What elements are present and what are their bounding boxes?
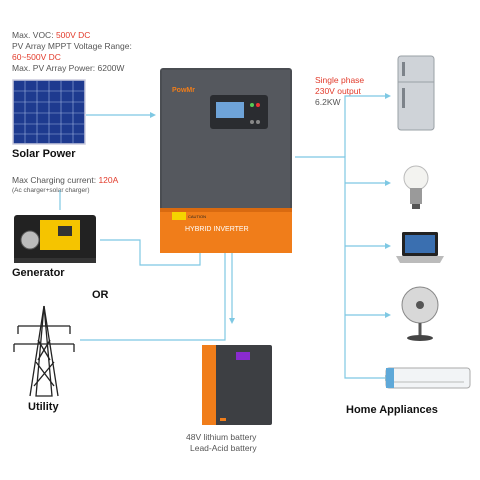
light-bulb-icon	[403, 165, 429, 209]
battery-arrow-down-icon	[229, 318, 235, 324]
or-label: OR	[92, 289, 109, 301]
utility-connector-line	[80, 250, 226, 341]
output-branch-fridge	[344, 95, 385, 157]
mppt-range-label: PV Array MPPT Voltage Range:	[12, 41, 132, 51]
utility-tower-icon	[13, 305, 75, 397]
inverter-brand-logo: PowMr	[172, 87, 195, 94]
generator-connector-line	[100, 239, 201, 266]
inverter-label: HYBRID INVERTER	[185, 226, 249, 233]
max-voc-label: Max. VOC:	[12, 30, 56, 40]
solar-arrow-icon	[150, 112, 156, 118]
fridge-arrow-icon	[385, 93, 391, 99]
solar-panel-icon	[12, 79, 86, 145]
connector-lines	[59, 95, 385, 379]
mppt-range-value: 60~500V DC	[12, 52, 61, 62]
charging-current-text: Max Charging current: 120A	[12, 175, 118, 185]
laptop-arrow-icon	[385, 243, 391, 249]
pv-power-text: Max. PV Array Power: 6200W	[12, 63, 125, 73]
charging-current-label: Max Charging current:	[12, 175, 99, 185]
output-power-text: 6.2KW	[315, 97, 341, 107]
fan-icon	[401, 286, 439, 341]
battery-device	[202, 345, 272, 425]
charging-note: (Ac charger+solar charger)	[12, 187, 90, 194]
fridge-icon	[397, 55, 435, 131]
solar-power-label: Solar Power	[12, 148, 76, 160]
generator-label: Generator	[12, 267, 65, 279]
bulb-arrow-icon	[385, 180, 391, 186]
air-conditioner-icon	[385, 367, 471, 389]
battery-type-line2: Lead-Acid battery	[190, 443, 257, 453]
max-voc-text: Max. VOC: 500V DC	[12, 30, 90, 40]
home-appliances-label: Home Appliances	[346, 404, 438, 416]
fan-arrow-icon	[385, 312, 391, 318]
utility-label: Utility	[28, 401, 59, 413]
output-phase-text: Single phase	[315, 75, 365, 85]
hybrid-inverter-device	[160, 68, 292, 253]
battery-type-line1: 48V lithium battery	[186, 432, 257, 442]
output-voltage-text: 230V output	[315, 86, 361, 96]
generator-icon	[14, 215, 96, 263]
laptop-icon	[396, 232, 444, 263]
inverter-caution-label: CAUTION	[188, 214, 206, 219]
output-trunk-line	[295, 156, 385, 379]
max-voc-value: 500V DC	[55, 30, 91, 40]
charging-current-value: 120A	[98, 175, 119, 185]
